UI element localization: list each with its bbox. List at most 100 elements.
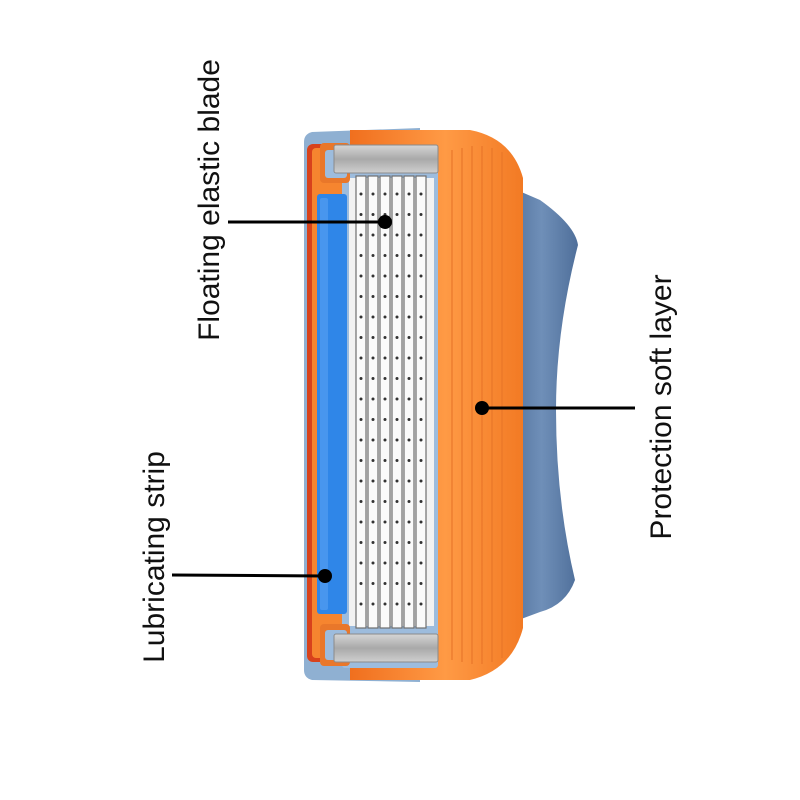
blade-perforation bbox=[395, 315, 399, 319]
blade-perforation bbox=[395, 561, 399, 565]
blade-perforation bbox=[395, 274, 399, 278]
blade-perforation bbox=[383, 274, 387, 278]
blade-perforation bbox=[419, 254, 423, 257]
blade-perforation bbox=[419, 397, 423, 401]
blade-perforation bbox=[395, 479, 399, 483]
blade-perforation bbox=[359, 213, 363, 216]
blade-perforation bbox=[419, 336, 423, 339]
blade-perforation bbox=[371, 254, 375, 257]
blade-perforation bbox=[419, 479, 423, 483]
blade-perforation bbox=[371, 602, 375, 606]
blade-perforation bbox=[359, 233, 363, 237]
blade-perforation bbox=[407, 274, 411, 278]
blade-perforation bbox=[407, 254, 411, 257]
blade-perforation bbox=[383, 602, 387, 606]
blade-perforation bbox=[395, 418, 399, 421]
blade-perforation bbox=[359, 377, 363, 380]
blade-perforation bbox=[407, 356, 411, 360]
blade-perforation bbox=[407, 582, 411, 585]
blade-perforation bbox=[371, 233, 375, 237]
blade-perforation bbox=[359, 459, 363, 462]
blade-perforation bbox=[419, 274, 423, 278]
blade-perforation bbox=[359, 561, 363, 565]
blade-perforation bbox=[407, 602, 411, 606]
blade-perforation bbox=[383, 520, 387, 524]
blade-perforation bbox=[407, 233, 411, 237]
blade-perforation bbox=[359, 541, 363, 544]
bottom-blade-clip bbox=[320, 624, 439, 666]
blade-perforation bbox=[407, 561, 411, 565]
blade-perforation bbox=[395, 582, 399, 585]
blade-perforation bbox=[419, 459, 423, 462]
blade-perforation bbox=[383, 336, 387, 339]
blade-perforation bbox=[383, 541, 387, 544]
top-blade-clip bbox=[320, 143, 439, 183]
blade-perforation bbox=[395, 500, 399, 503]
blade-perforation bbox=[371, 315, 375, 319]
blade-perforation bbox=[371, 213, 375, 216]
blade-perforation bbox=[359, 500, 363, 503]
blade-perforation bbox=[419, 602, 423, 606]
blade-perforation bbox=[419, 438, 423, 442]
blade-perforation bbox=[371, 520, 375, 524]
blade-1 bbox=[355, 175, 367, 629]
blade-perforation bbox=[407, 520, 411, 524]
floating-elastic-blades bbox=[355, 175, 427, 629]
label-floating-elastic-blade: Floating elastic blade bbox=[193, 59, 226, 341]
label-lubricating-strip: Lubricating strip bbox=[138, 451, 171, 663]
blade-perforation bbox=[383, 479, 387, 483]
blade-perforation bbox=[371, 459, 375, 462]
blade-perforation bbox=[371, 356, 375, 360]
blade-perforation bbox=[407, 541, 411, 544]
blade-perforation bbox=[419, 295, 423, 298]
blade-perforation bbox=[395, 295, 399, 298]
blade-perforation bbox=[371, 377, 375, 380]
blade-perforation bbox=[371, 397, 375, 401]
blade-perforation bbox=[359, 418, 363, 421]
blade-perforation bbox=[359, 356, 363, 360]
label-protection-soft-layer: Protection soft layer bbox=[645, 274, 678, 540]
blade-perforation bbox=[419, 541, 423, 544]
blade-perforation bbox=[359, 295, 363, 298]
blade-perforation bbox=[371, 418, 375, 421]
blade-perforation bbox=[383, 459, 387, 462]
blade-5 bbox=[403, 175, 415, 629]
blade-perforation bbox=[419, 356, 423, 360]
blade-perforation bbox=[407, 397, 411, 401]
blade-perforation bbox=[407, 459, 411, 462]
blade-perforation bbox=[371, 541, 375, 544]
blade-perforation bbox=[419, 561, 423, 565]
blade-3 bbox=[379, 175, 391, 629]
blade-perforation bbox=[407, 500, 411, 503]
blade-perforation bbox=[395, 438, 399, 442]
blade-perforation bbox=[419, 520, 423, 524]
blade-perforation bbox=[419, 582, 423, 585]
blade-perforation bbox=[359, 254, 363, 257]
blade-perforation bbox=[359, 274, 363, 278]
blade-perforation bbox=[371, 561, 375, 565]
blade-perforation bbox=[395, 233, 399, 237]
blade-6 bbox=[415, 175, 427, 629]
blade-perforation bbox=[407, 438, 411, 442]
blade-perforation bbox=[359, 438, 363, 442]
blade-perforation bbox=[359, 520, 363, 524]
blade-perforation bbox=[395, 520, 399, 524]
blade-perforation bbox=[395, 254, 399, 257]
blade-perforation bbox=[383, 192, 387, 196]
blade-perforation bbox=[407, 336, 411, 339]
blade-perforation bbox=[383, 438, 387, 442]
blade-perforation bbox=[419, 500, 423, 503]
blade-perforation bbox=[359, 315, 363, 319]
blade-perforation bbox=[371, 582, 375, 585]
blade-perforation bbox=[383, 561, 387, 565]
pivot-back bbox=[505, 185, 578, 625]
blade-perforation bbox=[419, 192, 423, 196]
blade-perforation bbox=[407, 192, 411, 196]
blade-perforation bbox=[383, 356, 387, 360]
blade-perforation bbox=[383, 254, 387, 257]
blade-perforation bbox=[407, 418, 411, 421]
blade-perforation bbox=[371, 274, 375, 278]
blade-perforation bbox=[383, 233, 387, 237]
blade-perforation bbox=[395, 213, 399, 216]
